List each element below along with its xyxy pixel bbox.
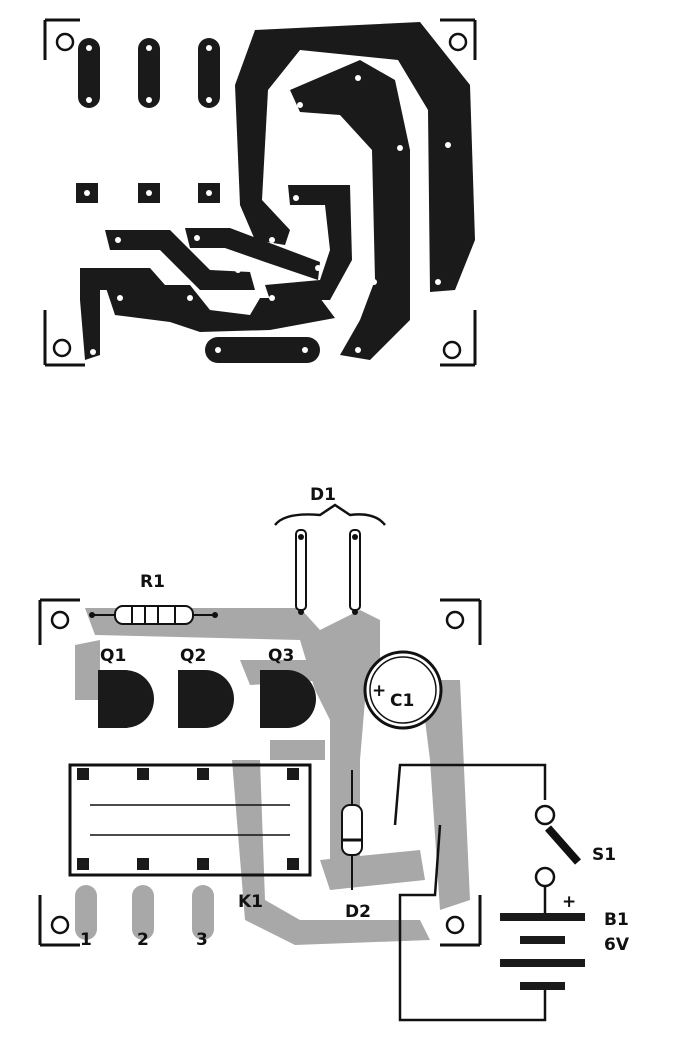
transistor-q3	[260, 670, 316, 728]
label-b1: B1	[604, 910, 629, 930]
label-terminal-3: 3	[196, 930, 208, 950]
label-k1: K1	[238, 892, 263, 912]
transistor-q2	[178, 670, 234, 728]
component-layout: D1 R1 Q1 Q2 Q3 + C1 S1 + B1 6V K1 D2 1 2…	[38, 485, 630, 1022]
label-c1: C1	[390, 691, 414, 711]
switch-s1	[534, 804, 581, 888]
label-q2: Q2	[180, 646, 206, 666]
mounting-holes-bottom	[50, 610, 465, 935]
relay-k1	[68, 763, 312, 877]
capacitor-c1	[363, 650, 443, 730]
mounting-holes-top	[52, 32, 468, 360]
transistor-q1	[98, 670, 154, 728]
label-d2: D2	[345, 902, 371, 922]
label-q1: Q1	[100, 646, 126, 666]
label-d1: D1	[310, 485, 336, 505]
label-terminal-1: 1	[80, 930, 92, 950]
drill-holes	[84, 45, 451, 355]
track-overlay	[75, 608, 470, 945]
resistor-r1	[89, 605, 218, 625]
label-s1: S1	[592, 845, 616, 865]
label-r1: R1	[140, 572, 165, 592]
pcb-copper-layout	[43, 18, 477, 367]
corner-marks-top	[43, 18, 477, 367]
component-labels: D1 R1 Q1 Q2 Q3 + C1 S1 + B1 6V K1 D2 1 2…	[80, 485, 630, 955]
label-c1-plus: +	[372, 681, 386, 701]
label-b1-voltage: 6V	[604, 935, 630, 955]
label-q3: Q3	[268, 646, 294, 666]
diode-d2	[341, 770, 363, 890]
diode-d1	[274, 503, 386, 615]
corner-marks-bottom	[38, 598, 482, 947]
copper-tracks	[76, 22, 475, 363]
battery-b1	[500, 886, 585, 990]
label-b1-plus: +	[562, 892, 576, 912]
external-wiring	[393, 763, 547, 1022]
label-terminal-2: 2	[137, 930, 149, 950]
